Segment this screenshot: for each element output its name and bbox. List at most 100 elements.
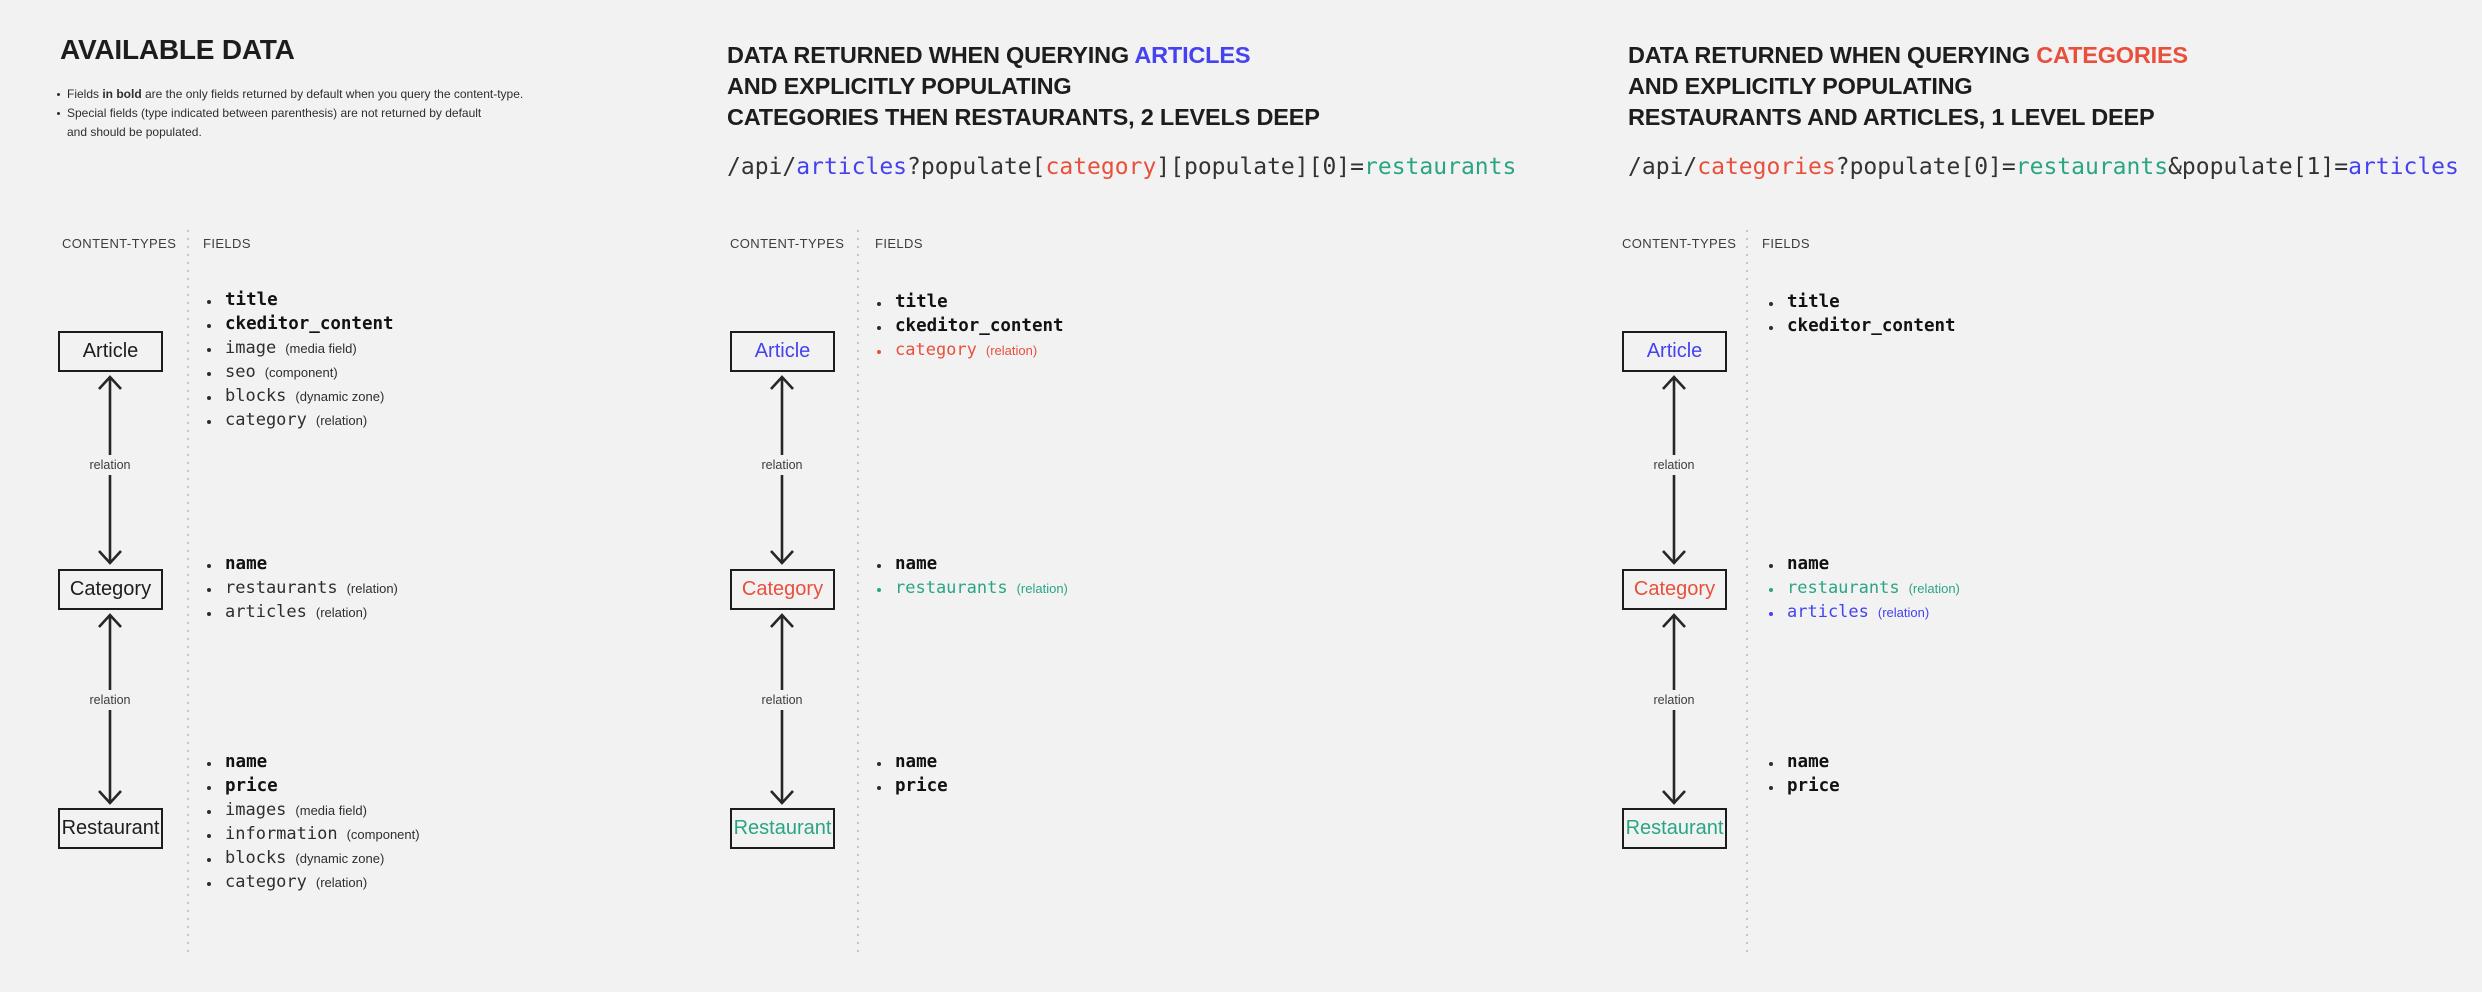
field-row: name xyxy=(1769,554,1960,578)
note-item: Fields in bold are the only fields retur… xyxy=(57,85,523,104)
note-text-bold: in bold xyxy=(102,87,142,101)
bullet-icon xyxy=(207,882,211,886)
field-row: price xyxy=(877,776,948,800)
url-segment: articles xyxy=(2348,154,2459,180)
panel-title: AVAILABLE DATA xyxy=(60,34,295,65)
content-type-box-article: Article xyxy=(58,331,163,372)
field-name: articles xyxy=(225,602,307,622)
title-line: DATA RETURNED WHEN QUERYING ARTICLES xyxy=(727,42,1251,68)
field-type: (dynamic zone) xyxy=(295,851,385,866)
content-type-box-restaurant: Restaurant xyxy=(58,808,163,849)
field-row: information(component) xyxy=(207,824,420,848)
field-name: price xyxy=(225,776,278,796)
field-row: price xyxy=(207,776,420,800)
field-name: title xyxy=(1787,292,1840,312)
url-segment: categories xyxy=(1697,154,1836,180)
field-name: image xyxy=(225,338,277,358)
field-name: name xyxy=(225,554,268,574)
field-list-category: name restaurants(relation) xyxy=(877,554,1068,602)
field-type: (media field) xyxy=(285,341,357,356)
content-type-box-article: Article xyxy=(1622,331,1727,372)
bullet-icon xyxy=(877,762,881,766)
url-segment: category xyxy=(1045,154,1157,180)
field-row: blocks (dynamic zone) xyxy=(207,848,420,872)
field-name: price xyxy=(895,776,948,796)
bullet-icon xyxy=(207,348,211,352)
bullet-icon xyxy=(1769,564,1773,568)
field-row: name xyxy=(207,554,398,578)
column-header-content-types: CONTENT-TYPES xyxy=(62,236,177,251)
field-name: restaurants xyxy=(895,578,1008,598)
field-name: ckeditor_content xyxy=(1787,316,1956,336)
field-row: restaurants(relation) xyxy=(877,578,1068,602)
content-type-label: Restaurant xyxy=(1625,817,1724,839)
field-list-restaurant: name price xyxy=(1769,752,1840,800)
field-row: name xyxy=(207,752,420,776)
relation-label: relation xyxy=(755,690,809,710)
url-segment: &populate[1]= xyxy=(2168,154,2349,180)
field-name: price xyxy=(1787,776,1840,796)
panel-title: DATA RETURNED WHEN QUERYING ARTICLES AND… xyxy=(727,40,1320,133)
url-segment: restaurants xyxy=(1364,154,1517,180)
content-type-label: Article xyxy=(754,340,811,362)
field-list-article: title ckeditor_content category(relation… xyxy=(877,292,1064,364)
field-row: name xyxy=(1769,752,1840,776)
field-type: (dynamic zone) xyxy=(295,389,385,404)
field-name: name xyxy=(895,554,938,574)
bullet-icon xyxy=(1769,786,1773,790)
panel-title: DATA RETURNED WHEN QUERYING CATEGORIES A… xyxy=(1628,40,2188,133)
content-type-label: Category xyxy=(741,578,824,600)
title-line: CATEGORIES THEN RESTAURANTS, 2 LEVELS DE… xyxy=(727,104,1320,130)
note-text: are the only fields returned by default … xyxy=(141,87,524,101)
field-list-article: title ckeditor_content xyxy=(1769,292,1956,340)
field-name: restaurants xyxy=(225,578,338,598)
field-name: name xyxy=(1787,554,1830,574)
field-row: images(media field) xyxy=(207,800,420,824)
field-row: name xyxy=(877,554,1068,578)
notes-list: Fields in bold are the only fields retur… xyxy=(57,85,523,142)
title-line: DATA RETURNED WHEN QUERYING CATEGORIES xyxy=(1628,42,2188,68)
field-name: restaurants xyxy=(1787,578,1900,598)
field-row: category(relation) xyxy=(207,872,420,896)
url-segment: ][populate][0]= xyxy=(1156,154,1365,180)
note-text: Fields xyxy=(67,87,103,101)
field-name: category xyxy=(895,340,977,360)
field-name: ckeditor_content xyxy=(225,314,394,334)
bullet-icon xyxy=(207,588,211,592)
dotted-divider xyxy=(187,230,189,958)
bullet-icon xyxy=(877,786,881,790)
column-header-fields: FIELDS xyxy=(203,236,251,251)
bullet-icon xyxy=(207,762,211,766)
field-name: information xyxy=(225,824,338,844)
api-url: /api/categories?populate[0]=restaurants&… xyxy=(1628,154,2459,180)
field-name: blocks xyxy=(225,848,287,868)
content-type-label: Article xyxy=(82,340,139,362)
url-segment: restaurants xyxy=(2015,154,2169,180)
field-row: title xyxy=(207,290,394,314)
bullet-icon xyxy=(877,326,881,330)
field-row: title xyxy=(877,292,1064,316)
url-segment: /api/ xyxy=(727,154,797,180)
url-segment: ?populate[0]= xyxy=(1835,154,2016,180)
field-type: (relation) xyxy=(985,343,1038,358)
field-type: (component) xyxy=(264,365,338,380)
field-type: (relation) xyxy=(315,875,368,890)
content-type-label: Restaurant xyxy=(733,817,832,839)
content-type-box-article: Article xyxy=(730,331,835,372)
field-name: seo xyxy=(225,362,256,382)
bullet-icon xyxy=(207,834,211,838)
bullet-icon xyxy=(207,300,211,304)
content-type-label: Category xyxy=(69,578,152,600)
bullet-icon xyxy=(207,324,211,328)
field-row: articles(relation) xyxy=(207,602,398,626)
field-row: name xyxy=(877,752,948,776)
field-name: name xyxy=(225,752,268,772)
column-header-fields: FIELDS xyxy=(875,236,923,251)
field-name: articles xyxy=(1787,602,1869,622)
note-item: Special fields (type indicated between p… xyxy=(57,104,523,142)
bullet-icon xyxy=(207,858,211,862)
bullet-icon xyxy=(207,420,211,424)
content-type-box-restaurant: Restaurant xyxy=(730,808,835,849)
bullet-icon xyxy=(207,810,211,814)
